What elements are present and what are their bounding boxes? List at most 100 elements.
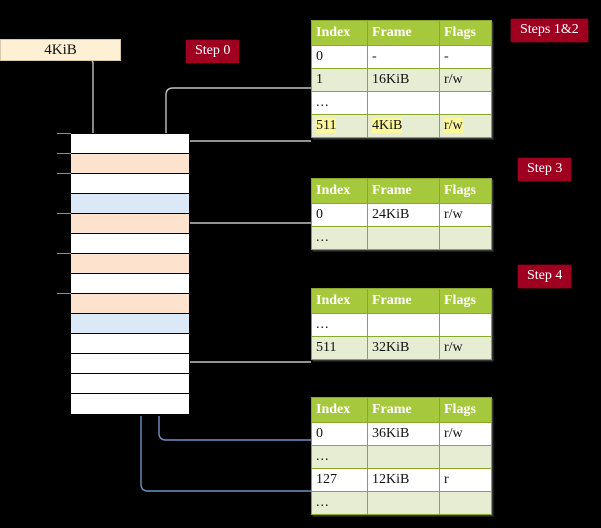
cell-flags-3 bbox=[439, 491, 492, 515]
memory-row-8 bbox=[71, 294, 189, 314]
cell-flags-0: r/w bbox=[439, 422, 492, 446]
cell-index-1: 1 bbox=[311, 68, 368, 92]
table-row: ... bbox=[311, 91, 492, 115]
cell-index-2: 127 bbox=[311, 468, 368, 492]
cell-index-0: 0 bbox=[311, 203, 368, 227]
cell-text: 511 bbox=[316, 117, 337, 133]
memory-tick-8 bbox=[57, 293, 71, 294]
column-header-flags: Flags bbox=[439, 288, 492, 314]
table-row: 0-- bbox=[311, 45, 492, 69]
badge-step-0-label: Step 0 bbox=[195, 43, 231, 58]
cell-text: 0 bbox=[316, 48, 323, 64]
cell-text: 0 bbox=[316, 425, 323, 441]
memory-row-0 bbox=[71, 134, 189, 154]
cell-text: r/w bbox=[444, 71, 463, 87]
table-row: ... bbox=[311, 445, 492, 469]
cell-flags-2 bbox=[439, 91, 492, 115]
column-header-flags: Flags bbox=[439, 397, 492, 423]
cell-text: 127 bbox=[316, 471, 337, 487]
badge-step-3-label: Step 3 bbox=[527, 161, 563, 176]
wire-pdp-entry0-to-memory bbox=[176, 222, 311, 252]
cell-frame-0 bbox=[367, 313, 440, 337]
cell-index-3: ... bbox=[311, 491, 368, 515]
memory-row-1 bbox=[71, 154, 189, 174]
cell-flags-1: r/w bbox=[439, 336, 492, 360]
memory-row-13 bbox=[71, 394, 189, 414]
cell-index-0: 0 bbox=[311, 422, 368, 446]
cell-flags-2: r bbox=[439, 468, 492, 492]
memory-row-7 bbox=[71, 274, 189, 294]
cell-frame-2 bbox=[367, 91, 440, 115]
ellipsis: ... bbox=[316, 229, 330, 245]
cell-text: r/w bbox=[444, 117, 463, 133]
memory-tick-2 bbox=[57, 173, 71, 174]
memory-tick-4 bbox=[57, 213, 71, 214]
memory-tick-6 bbox=[57, 253, 71, 254]
cell-text: 1 bbox=[316, 71, 323, 87]
badge-step-0: Step 0 bbox=[186, 40, 240, 63]
memory-row-9 bbox=[71, 314, 189, 334]
cell-flags-1 bbox=[439, 445, 492, 469]
table-row: ... bbox=[311, 313, 492, 337]
ellipsis: ... bbox=[316, 94, 330, 110]
cell-index-2: ... bbox=[311, 91, 368, 115]
memory-row-2 bbox=[71, 174, 189, 194]
cell-frame-1 bbox=[367, 445, 440, 469]
cell-frame-0: 36KiB bbox=[367, 422, 440, 446]
cell-text: 511 bbox=[316, 339, 337, 355]
column-header-index: Index bbox=[311, 397, 368, 423]
column-header-index: Index bbox=[311, 20, 368, 46]
cell-text: 24KiB bbox=[372, 206, 410, 222]
ellipsis: ... bbox=[316, 448, 330, 464]
ellipsis: ... bbox=[316, 316, 330, 332]
cell-frame-3: 4KiB bbox=[367, 114, 440, 138]
cell-text: r/w bbox=[444, 425, 463, 441]
badge-step-3: Step 3 bbox=[518, 158, 572, 181]
cell-index-0: 0 bbox=[311, 45, 368, 69]
ellipsis: ... bbox=[316, 494, 330, 510]
cell-frame-0: 24KiB bbox=[367, 203, 440, 227]
cell-flags-0 bbox=[439, 313, 492, 337]
memory-row-5 bbox=[71, 234, 189, 254]
cell-text: r/w bbox=[444, 339, 463, 355]
column-header-index: Index bbox=[311, 288, 368, 314]
memory-row-11 bbox=[71, 354, 189, 374]
cell-text: 12KiB bbox=[372, 471, 410, 487]
cell-text: - bbox=[372, 48, 377, 64]
cell-flags-1 bbox=[439, 226, 492, 250]
cell-frame-3 bbox=[367, 491, 440, 515]
cell-flags-3: r/w bbox=[439, 114, 492, 138]
column-header-index: Index bbox=[311, 178, 368, 204]
cell-index-0: ... bbox=[311, 313, 368, 337]
badge-steps-1-2-label: Steps 1&2 bbox=[520, 22, 579, 37]
cell-flags-1: r/w bbox=[439, 68, 492, 92]
column-header-flags: Flags bbox=[439, 20, 492, 46]
cell-text: 16KiB bbox=[372, 71, 410, 87]
frame-4kib-label: 4KiB bbox=[44, 42, 77, 58]
badge-step-4-label: Step 4 bbox=[527, 268, 563, 283]
cell-index-1: 511 bbox=[311, 336, 368, 360]
memory-row-4 bbox=[71, 214, 189, 234]
cell-text: r bbox=[444, 471, 449, 487]
cell-frame-1 bbox=[367, 226, 440, 250]
table-row: ... bbox=[311, 491, 492, 515]
table-row: 1 16KiB r/w bbox=[311, 68, 492, 92]
column-header-frame: Frame bbox=[367, 288, 440, 314]
cell-index-1: ... bbox=[311, 226, 368, 250]
column-header-frame: Frame bbox=[367, 20, 440, 46]
table-row: ... bbox=[311, 226, 492, 250]
memory-row-3 bbox=[71, 194, 189, 214]
frame-4kib-box: 4KiB bbox=[0, 39, 121, 61]
cell-frame-1: 32KiB bbox=[367, 336, 440, 360]
